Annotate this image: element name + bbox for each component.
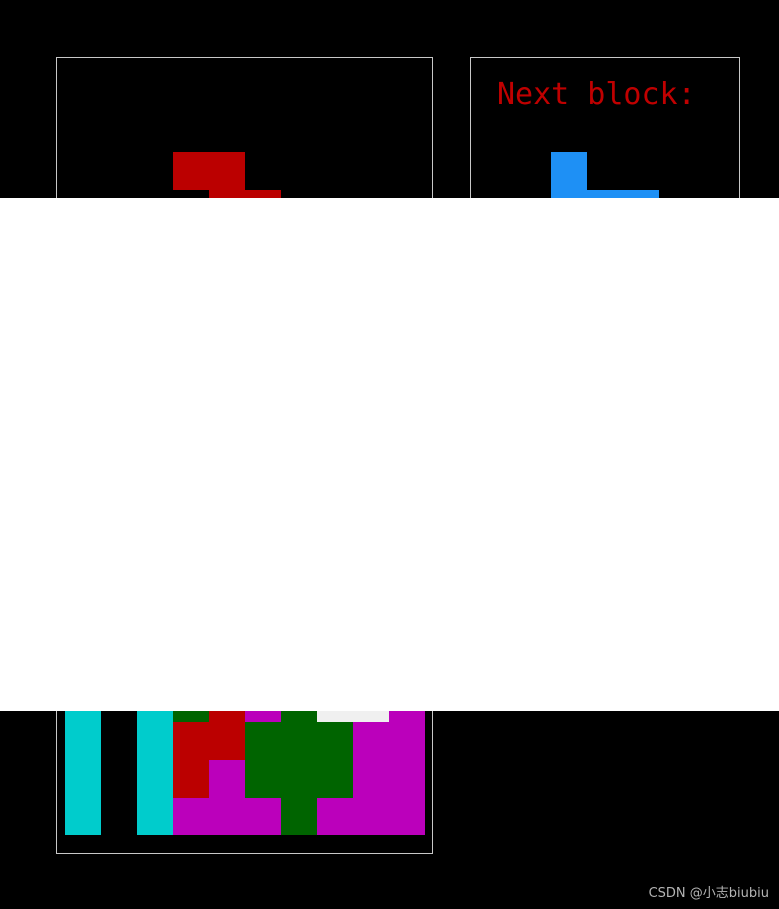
stack-cell — [245, 722, 353, 798]
next-block-label: Next block: — [497, 77, 696, 112]
stack-cell — [317, 711, 389, 722]
stack-cell — [353, 722, 425, 798]
falling-piece-cell — [209, 190, 281, 198]
occluding-band — [0, 198, 779, 711]
stack-cell — [173, 798, 281, 835]
stack-cell — [317, 798, 425, 835]
stack-cell — [173, 711, 209, 722]
next-piece-cell — [587, 190, 659, 198]
stack-cell — [389, 711, 425, 722]
stack-cell — [137, 711, 173, 835]
stack-cell — [173, 722, 245, 760]
falling-piece-cell — [173, 152, 245, 190]
stack-cell — [65, 711, 101, 835]
stack-cell — [209, 760, 245, 798]
stack-cell — [281, 711, 317, 722]
next-piece-cell — [551, 152, 587, 198]
stack-cell — [245, 711, 281, 722]
watermark: CSDN @小志biubiu — [648, 886, 769, 901]
stack-cell — [281, 798, 317, 835]
stack-cell — [173, 760, 209, 798]
stack-cell — [209, 711, 245, 722]
